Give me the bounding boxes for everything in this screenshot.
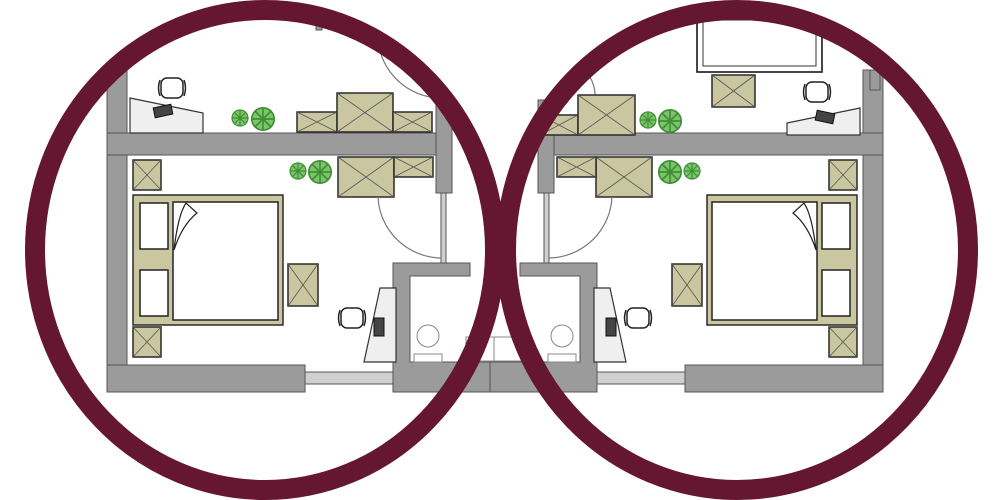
left-top-furniture bbox=[129, 77, 433, 134]
left-room bbox=[107, 14, 500, 392]
left-ring bbox=[25, 0, 505, 500]
right-ring bbox=[496, 0, 978, 500]
right-room bbox=[490, 19, 883, 392]
